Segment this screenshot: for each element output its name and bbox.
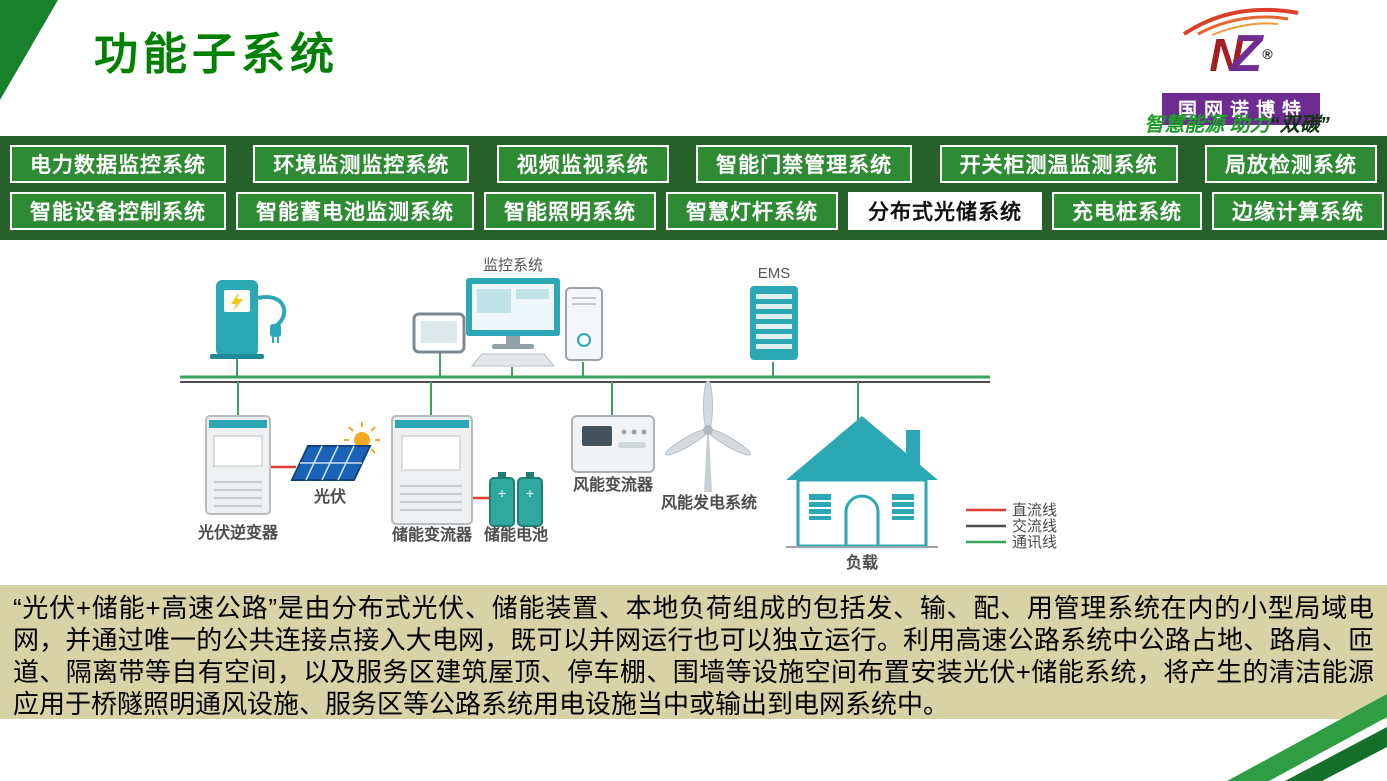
load-label: 负载 [846, 553, 878, 572]
monitoring-system-label: 监控系统 [483, 257, 543, 274]
ems-server-icon [750, 286, 798, 360]
solar-panel-icon [290, 422, 380, 481]
storage-battery-label: 储能电池 [483, 525, 548, 544]
corner-stripes-decoration [1227, 694, 1387, 781]
pv-inverter-label: 光伏逆变器 [197, 523, 279, 542]
tab-smart-pole[interactable]: 智慧灯杆系统 [666, 192, 838, 230]
dc-lines [270, 465, 492, 500]
svg-text:+: + [526, 485, 534, 501]
slogan-part-2: 助力 [1229, 114, 1270, 136]
company-logo: NZ® 国网诺博特 [1121, 4, 1361, 125]
logo-slogan: 智慧能源 助力“双碳” [1107, 108, 1367, 137]
slogan-part-1: 智慧能源 [1144, 114, 1225, 136]
subsystem-tab-band: 电力数据监控系统 环境监测监控系统 视频监视系统 智能门禁管理系统 开关柜测温监… [0, 136, 1387, 240]
logo-letters: NZ® [1121, 28, 1361, 91]
tablet-icon [412, 312, 466, 354]
connection-lines [236, 352, 859, 422]
pv-storage-system-diagram: 监控系统 EMS [0, 240, 1387, 585]
diagram-legend: 直流线 交流线 通讯线 [966, 502, 1057, 551]
wind-converter-icon [571, 415, 655, 473]
house-load-icon [786, 416, 938, 548]
logo-brand-text: 国网诺博特 [1161, 93, 1320, 125]
slogan-part-3: “双碳” [1269, 114, 1330, 136]
tab-battery-monitoring[interactable]: 智能蓄电池监测系统 [236, 192, 474, 230]
svg-text:+: + [498, 485, 506, 501]
storage-battery-icon: + + [489, 472, 543, 527]
wind-power-system-label: 风能发电系统 [661, 493, 757, 512]
monitor-icon [466, 278, 560, 367]
registered-mark: ® [1262, 46, 1273, 62]
ems-label: EMS [758, 265, 791, 282]
legend-dc-label: 直流线 [1012, 502, 1057, 519]
logo-letter-z: Z [1230, 25, 1263, 83]
logo-swoosh-icon [1182, 7, 1299, 36]
storage-converter-label: 储能变流器 [391, 525, 473, 544]
pv-inverter-icon [205, 415, 271, 515]
tab-charging-pile[interactable]: 充电桩系统 [1052, 192, 1202, 230]
storage-converter-icon [391, 415, 473, 525]
description-band: “光伏+储能+高速公路”是由分布式光伏、储能装置、本地负荷组成的包括发、输、配、… [0, 585, 1387, 719]
corner-triangle-decoration [0, 0, 58, 100]
legend-comm-label: 通讯线 [1012, 534, 1057, 551]
page-title: 功能子系统 [94, 30, 339, 79]
tab-switchgear-temperature[interactable]: 开关柜测温监测系统 [939, 145, 1178, 183]
wind-turbine-icon [664, 380, 752, 492]
pc-tower-icon [565, 287, 603, 361]
tab-edge-computing[interactable]: 边缘计算系统 [1212, 192, 1384, 230]
bus-lines [180, 375, 990, 383]
pv-label: 光伏 [313, 487, 346, 506]
ev-charger-icon [210, 280, 287, 359]
tab-access-control[interactable]: 智能门禁管理系统 [696, 145, 913, 183]
logo-letter-n: N [1209, 29, 1243, 81]
tab-row-2: 智能设备控制系统 智能蓄电池监测系统 智能照明系统 智慧灯杆系统 分布式光储系统… [10, 192, 1384, 230]
tab-power-data-monitoring[interactable]: 电力数据监控系统 [10, 145, 226, 183]
tab-video-surveillance[interactable]: 视频监视系统 [496, 145, 669, 183]
tab-partial-discharge[interactable]: 局放检测系统 [1204, 145, 1377, 183]
wind-converter-label: 风能变流器 [573, 475, 654, 494]
tab-pv-storage[interactable]: 分布式光储系统 [848, 192, 1042, 230]
tab-environment-monitoring[interactable]: 环境监测监控系统 [253, 145, 470, 183]
tab-device-control[interactable]: 智能设备控制系统 [10, 192, 226, 230]
tab-row-1: 电力数据监控系统 环境监测监控系统 视频监视系统 智能门禁管理系统 开关柜测温监… [10, 145, 1377, 183]
description-text: “光伏+储能+高速公路”是由分布式光伏、储能装置、本地负荷组成的包括发、输、配、… [13, 593, 1374, 719]
legend-ac-label: 交流线 [1012, 517, 1057, 535]
tab-smart-lighting[interactable]: 智能照明系统 [484, 192, 656, 230]
